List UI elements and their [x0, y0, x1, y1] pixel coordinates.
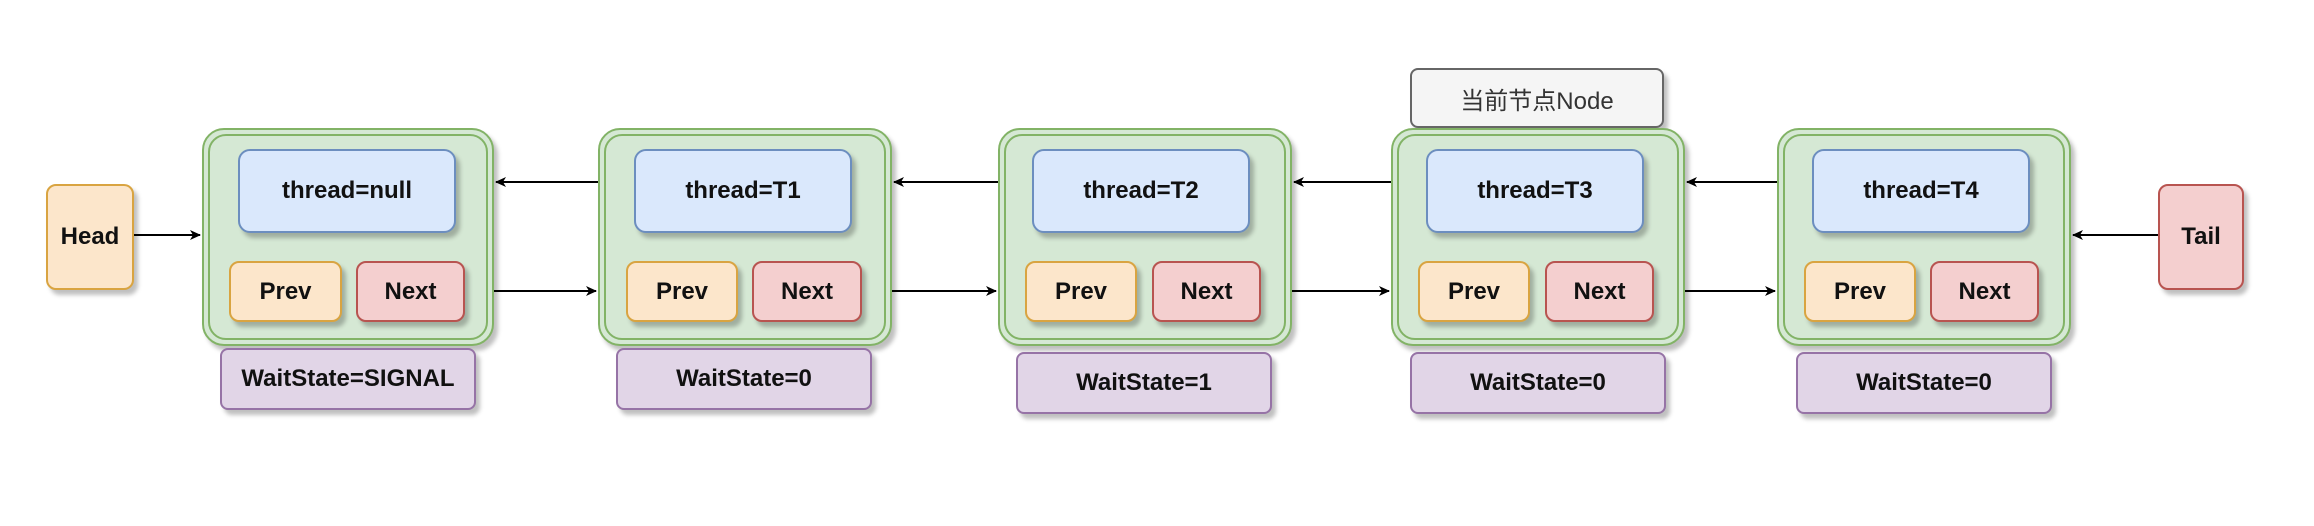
tail-label: Tail [2181, 223, 2221, 250]
thread-label: thread=T1 [685, 177, 801, 204]
prev-pointer: Prev [1418, 261, 1530, 322]
wait-state-box: WaitState=SIGNAL [220, 348, 476, 410]
thread-box: thread=T4 [1812, 149, 2030, 233]
wait-state-label: WaitState=SIGNAL [241, 365, 455, 392]
next-label: Next [1180, 277, 1233, 305]
node-inner-border [208, 134, 488, 340]
current-node-label: 当前节点Node [1410, 68, 1664, 128]
thread-box: thread=T1 [634, 149, 852, 233]
next-pointer: Next [1152, 261, 1261, 322]
prev-label: Prev [655, 277, 709, 305]
thread-label: thread=null [281, 177, 413, 204]
node-inner-border [1783, 134, 2065, 340]
node-inner-border [604, 134, 886, 340]
prev-pointer: Prev [1025, 261, 1137, 322]
wait-state-box: WaitState=0 [1796, 352, 2052, 414]
thread-box: thread=null [238, 149, 456, 233]
next-label: Next [384, 277, 437, 305]
thread-label: thread=T2 [1083, 177, 1199, 204]
tail-box: Tail [2158, 184, 2244, 290]
current-node-label-text: 当前节点Node [1460, 87, 1614, 115]
next-label: Next [1573, 277, 1626, 305]
prev-pointer: Prev [1804, 261, 1916, 322]
head-box: Head [46, 184, 134, 290]
prev-pointer: Prev [229, 261, 342, 322]
wait-state-box: WaitState=0 [616, 348, 872, 410]
wait-state-label: WaitState=0 [1470, 369, 1606, 396]
thread-label: thread=T3 [1477, 177, 1593, 204]
wait-state-label: WaitState=1 [1076, 369, 1212, 396]
prev-label: Prev [1833, 277, 1887, 305]
next-pointer: Next [1545, 261, 1654, 322]
next-label: Next [780, 277, 834, 305]
next-pointer: Next [1930, 261, 2039, 322]
prev-label: Prev [1054, 277, 1108, 305]
wait-state-label: WaitState=0 [1856, 369, 1992, 396]
node-inner-border [1397, 134, 1679, 340]
next-label: Next [1958, 277, 2011, 305]
next-pointer: Next [752, 261, 862, 322]
prev-label: Prev [1447, 277, 1501, 305]
wait-state-box: WaitState=1 [1016, 352, 1272, 414]
wait-state-box: WaitState=0 [1410, 352, 1666, 414]
next-pointer: Next [356, 261, 465, 322]
wait-state-label: WaitState=0 [676, 365, 812, 392]
prev-label: Prev [259, 277, 312, 305]
thread-box: thread=T3 [1426, 149, 1644, 233]
prev-pointer: Prev [626, 261, 738, 322]
thread-box: thread=T2 [1032, 149, 1250, 233]
node-inner-border [1004, 134, 1286, 340]
thread-label: thread=T4 [1863, 177, 1979, 204]
head-label: Head [60, 223, 120, 250]
